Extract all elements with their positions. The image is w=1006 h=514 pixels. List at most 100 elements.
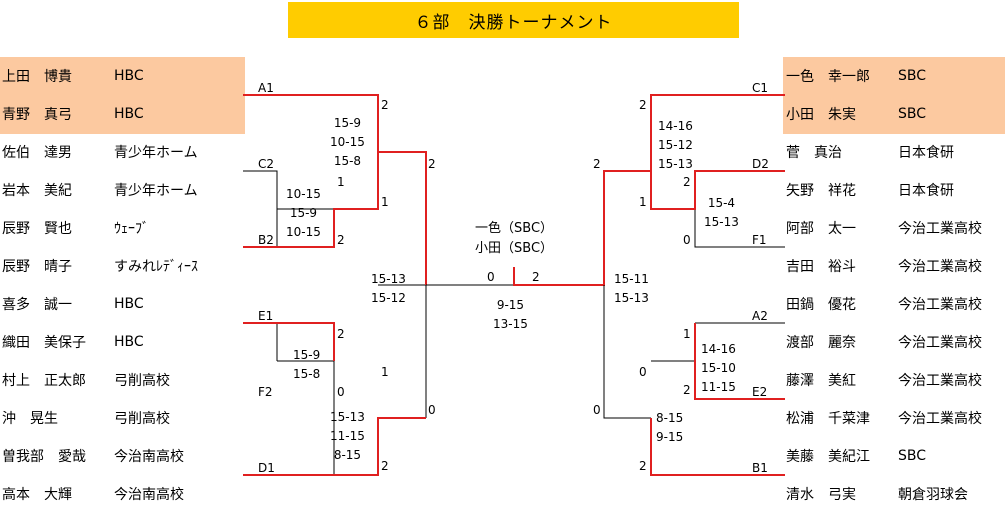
left-player-row: 岩本 美紀青少年ホーム <box>0 171 198 209</box>
game-score: 15-11 <box>614 272 649 286</box>
player-name: 小田 朱実 <box>786 107 856 123</box>
player-name: 松浦 千菜津 <box>786 411 870 427</box>
game-score: 15-9 <box>293 348 321 362</box>
player-team: HBC <box>114 334 144 350</box>
match-scores-right-sf: 15-11 15-13 <box>614 270 649 308</box>
player-name: 一色 幸一郎 <box>786 69 870 85</box>
player-team: SBC <box>898 68 927 84</box>
player-team: 弓削高校 <box>114 373 170 389</box>
player-team: 朝倉羽球会 <box>898 487 968 503</box>
player-name: 美藤 美紀江 <box>786 449 870 465</box>
player-name: 織田 美保子 <box>2 335 86 351</box>
set-count: 2 <box>337 233 345 247</box>
game-score: 10-15 <box>330 135 365 149</box>
set-count: 2 <box>683 383 691 397</box>
bracket-win-line <box>513 94 785 286</box>
right-player-row: 藤澤 美紅今治工業高校 <box>783 361 982 399</box>
right-player-row: 小田 朱実 SBC <box>783 95 926 133</box>
right-player-row: 吉田 裕斗今治工業高校 <box>783 247 982 285</box>
right-player-row: 美藤 美紀江 SBC <box>783 437 926 475</box>
player-name: 辰野 晴子 <box>2 259 72 275</box>
left-player-row: 村上 正太郎 弓削高校 <box>0 361 170 399</box>
game-score: 10-15 <box>286 225 321 239</box>
slot-label-c2: C2 <box>258 157 275 171</box>
game-score: 15-13 <box>658 157 693 171</box>
match-scores-right-r1b: 14-16 15-10 11-15 <box>701 340 736 397</box>
set-count: 2 <box>639 98 647 112</box>
game-score: 9-15 <box>656 430 684 444</box>
match-scores-right-r1: 15-4 15-13 <box>704 194 739 232</box>
champion-player: 一色（SBC） <box>475 221 554 236</box>
set-count: 0 <box>337 385 345 399</box>
player-name: 上田 博貴 <box>2 69 72 85</box>
player-team: SBC <box>898 106 927 122</box>
left-seed-highlight <box>0 57 245 134</box>
match-scores-right-qf2: 8-15 9-15 <box>656 409 683 447</box>
player-name: 矢野 祥花 <box>786 183 856 199</box>
player-name: 田鍋 優花 <box>786 297 856 313</box>
set-count: 2 <box>428 157 436 171</box>
player-team: 今治南高校 <box>114 487 184 503</box>
game-score: 8-15 <box>333 448 362 462</box>
game-score: 14-16 <box>658 119 693 133</box>
set-count: 0 <box>487 270 495 284</box>
slot-label-a1: A1 <box>258 81 274 95</box>
right-player-row: 菅 真治 日本食研 <box>783 133 954 171</box>
champion-label: 一色（SBC） 小田（SBC） <box>475 219 553 259</box>
player-name: 吉田 裕斗 <box>786 259 856 275</box>
player-team: HBC <box>114 68 144 84</box>
player-team: 青少年ホーム <box>114 145 198 161</box>
player-team: 今治工業高校 <box>898 335 982 351</box>
player-team: SBC <box>898 448 927 464</box>
slot-label-b1: B1 <box>752 461 768 475</box>
set-count: 2 <box>337 327 345 341</box>
game-score: 15-8 <box>293 367 321 381</box>
left-player-row: 沖 晃生弓削高校 <box>0 399 170 437</box>
game-score: 15-13 <box>371 272 406 286</box>
game-score: 15-9 <box>289 206 318 220</box>
match-scores-left-qf2: 15-13 11-15 8-15 <box>330 408 365 465</box>
right-player-row: 矢野 祥花 日本食研 <box>783 171 954 209</box>
set-count: 1 <box>337 175 345 189</box>
game-score: 15-4 <box>707 196 736 210</box>
set-count: 1 <box>639 195 647 209</box>
player-name: 青野 真弓 <box>2 107 72 123</box>
slot-label-b2: B2 <box>258 233 274 247</box>
game-score: 15-12 <box>658 138 693 152</box>
player-team: 弓削高校 <box>114 411 170 427</box>
player-name: 菅 真治 <box>786 145 842 161</box>
player-team: ｳｪｰﾌﾞ <box>114 221 149 237</box>
player-team: HBC <box>114 106 144 122</box>
right-player-row: 田鍋 優花 今治工業高校 <box>783 285 982 323</box>
player-name: 佐伯 達男 <box>2 145 72 161</box>
left-player-row: 佐伯 達男 青少年ホーム <box>0 133 198 171</box>
game-score: 13-15 <box>493 317 528 331</box>
set-count: 2 <box>639 459 647 473</box>
set-count: 2 <box>381 98 389 112</box>
bracket-line <box>603 209 785 419</box>
game-score: 11-15 <box>330 429 365 443</box>
player-team: 青少年ホーム <box>114 183 198 199</box>
player-name: 阿部 太一 <box>786 221 856 237</box>
player-team: 日本食研 <box>898 183 954 199</box>
player-team: 今治工業高校 <box>898 221 982 237</box>
player-team: 今治工業高校 <box>898 297 982 313</box>
match-scores-left-qf1: 15-9 10-15 15-8 <box>330 114 365 171</box>
game-score: 15-13 <box>330 410 365 424</box>
left-player-row: 辰野 晴子すみれﾚﾃﾞｨｰｽ <box>0 247 198 285</box>
right-player-row: 阿部 太一 今治工業高校 <box>783 209 982 247</box>
bracket-win-line <box>650 170 785 476</box>
match-scores-right-qf1: 14-16 15-12 15-13 <box>658 117 693 174</box>
player-name: 喜多 誠一 <box>2 297 72 313</box>
game-score: 15-13 <box>704 215 739 229</box>
set-count: 2 <box>532 270 540 284</box>
slot-label-a2: A2 <box>752 309 768 323</box>
player-team: 日本食研 <box>898 145 954 161</box>
player-name: 村上 正太郎 <box>2 373 86 389</box>
page-title: ６部 決勝トーナメント <box>288 2 739 38</box>
left-player-row: 辰野 賢也ｳｪｰﾌﾞ <box>0 209 149 247</box>
player-team: 今治工業高校 <box>898 373 982 389</box>
left-player-row: 曽我部 愛哉今治南高校 <box>0 437 184 475</box>
game-score: 15-10 <box>701 361 736 375</box>
game-score: 11-15 <box>701 380 736 394</box>
